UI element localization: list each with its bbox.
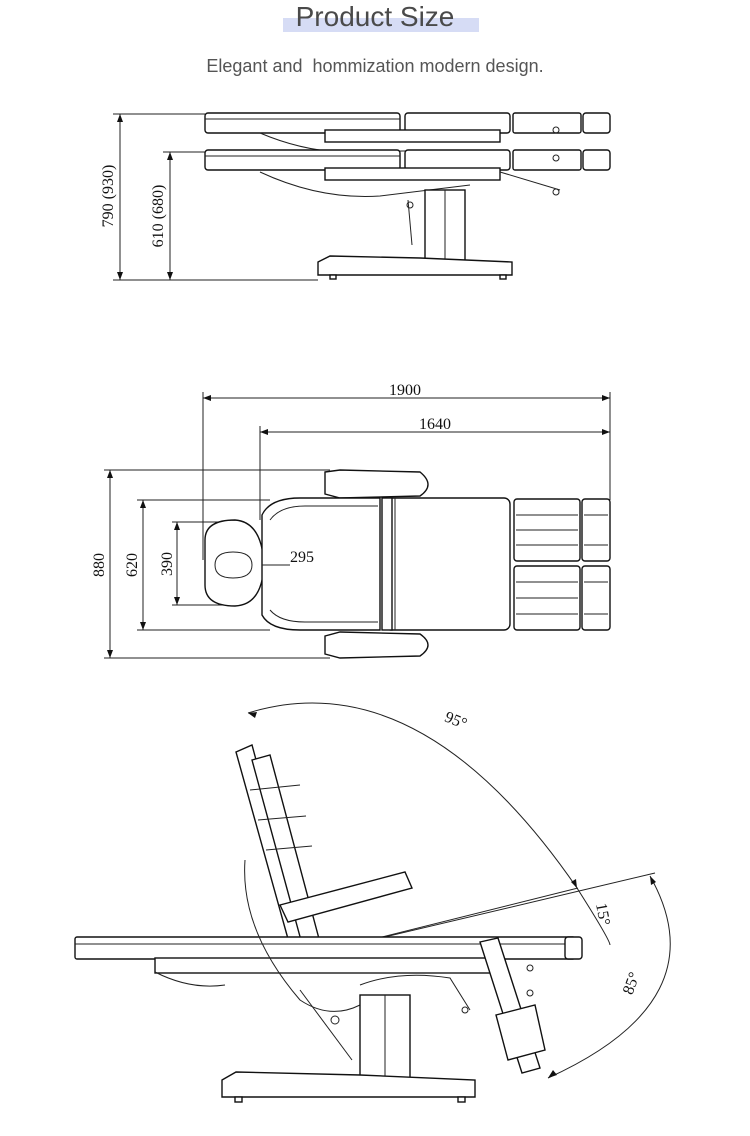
height-min-label: 610 (680) xyxy=(150,185,167,248)
leg-down-angle-label: 85° xyxy=(620,970,644,997)
length-total-label: 1900 xyxy=(389,382,421,399)
angle-view-drawing xyxy=(74,702,671,1103)
header: Product Size xyxy=(0,0,750,42)
backrest-angle-label: 95° xyxy=(442,709,469,733)
page-title: Product Size xyxy=(295,1,455,32)
height-max-label: 790 (930) xyxy=(100,165,117,228)
width-total-label: 880 xyxy=(91,553,108,577)
top-view-drawing xyxy=(104,392,611,659)
length-inner-label: 1640 xyxy=(419,416,451,433)
headrest-offset-label: 295 xyxy=(290,549,314,566)
width-body-label: 620 xyxy=(124,553,141,577)
headrest-width-label: 390 xyxy=(159,552,176,576)
title-highlight xyxy=(283,18,479,32)
side-view-drawing xyxy=(113,112,611,281)
leg-up-angle-label: 15° xyxy=(592,902,613,927)
page-subtitle: Elegant and hommization modern design. xyxy=(206,56,544,76)
